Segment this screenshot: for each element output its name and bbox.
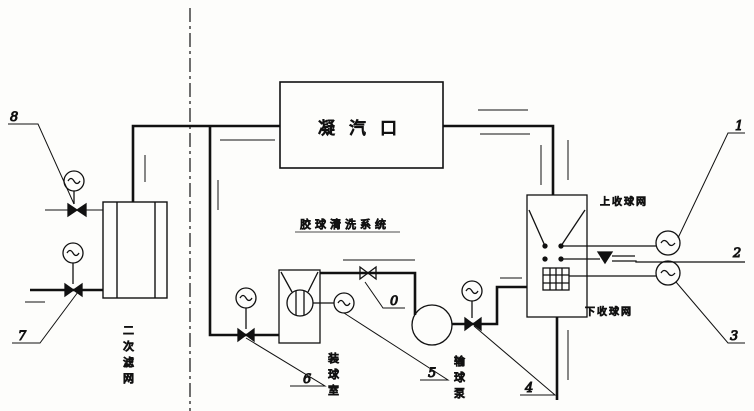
lower-collector-label: 下收球网 (585, 305, 633, 318)
svg-text:网: 网 (123, 372, 134, 385)
svg-text:输: 输 (454, 354, 465, 368)
main-pipes (30, 124, 559, 400)
ball-chamber (278, 269, 321, 344)
svg-text:室: 室 (328, 383, 339, 397)
svg-text:球: 球 (328, 367, 339, 381)
svg-text:2: 2 (732, 246, 741, 261)
ball-pump (411, 304, 453, 346)
callout-leaders (8, 123, 745, 396)
callout-numbers: 1 2 3 4 5 6 7 8 0 (10, 110, 744, 397)
condenser-label: 凝汽口 (318, 119, 411, 139)
svg-text:装: 装 (328, 352, 339, 365)
svg-text:球: 球 (454, 370, 465, 384)
svg-text:二: 二 (123, 324, 134, 337)
svg-text:5: 5 (428, 366, 436, 381)
secondary-filter (102, 201, 168, 299)
valve-icons (64, 202, 482, 343)
svg-text:0: 0 (390, 294, 398, 309)
svg-text:次: 次 (123, 339, 134, 353)
svg-text:4: 4 (524, 381, 533, 396)
svg-text:3: 3 (730, 329, 738, 344)
upper-collector-label: 上收球网 (600, 195, 648, 208)
svg-text:6: 6 (303, 372, 311, 387)
ball-collector (526, 194, 745, 318)
svg-text:8: 8 (10, 110, 18, 125)
svg-text:1: 1 (735, 119, 743, 134)
svg-text:泵: 泵 (454, 387, 465, 400)
ball-pump-label: 输 球 泵 (454, 354, 466, 401)
gauge-icons (62, 170, 681, 329)
flow-marks (25, 109, 569, 380)
secondary-filter-label: 二 次 滤 网 (123, 324, 135, 386)
svg-text:滤: 滤 (123, 356, 134, 369)
ball-chamber-label: 装 球 室 (328, 352, 340, 398)
system-title: 胶球清洗系统 (300, 217, 390, 231)
svg-text:7: 7 (18, 329, 27, 344)
